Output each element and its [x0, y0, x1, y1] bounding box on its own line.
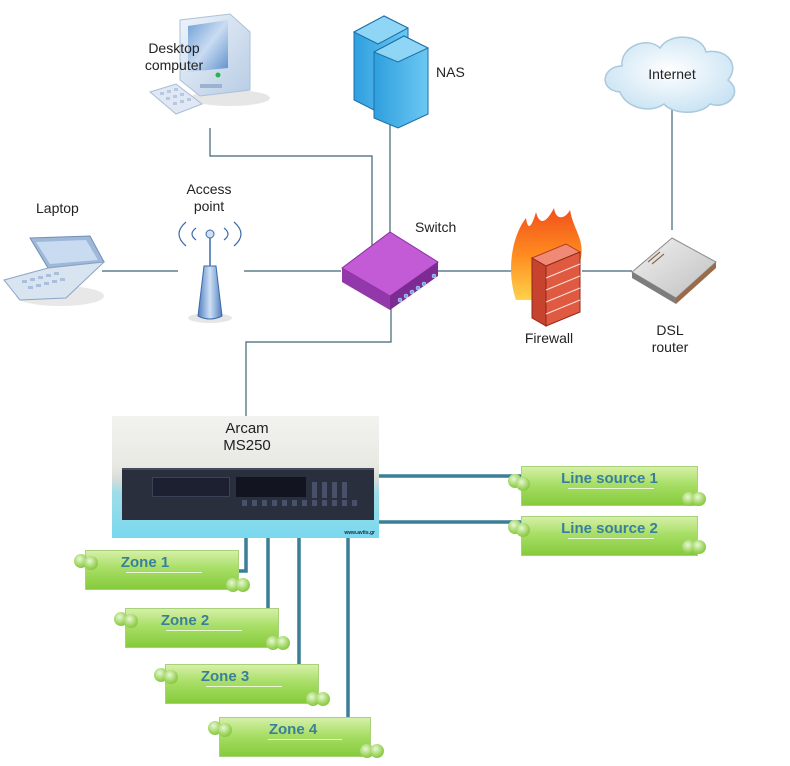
cd-tray	[152, 477, 230, 497]
laptop-label: Laptop	[36, 200, 79, 216]
zone-1-label: Zone 1	[120, 554, 170, 571]
zone-4-label: Zone 4	[268, 721, 318, 738]
arcam-ms250-photo[interactable]: Arcam MS250 www.avits.gr	[112, 416, 379, 538]
line-source-1-label: Line source 1	[561, 470, 658, 487]
link-switch-arcam	[245, 308, 392, 418]
connector-bubble	[516, 477, 530, 491]
access-point-label-line-2: point	[193, 198, 225, 214]
dsl-router-label-line-2: router	[651, 339, 689, 355]
desktop-computer-icon[interactable]	[148, 13, 270, 115]
zone-2-box[interactable]: Zone 2	[125, 608, 279, 648]
arcam-label-line-1: Arcam	[225, 420, 269, 437]
underline	[166, 630, 242, 631]
nas-label: NAS	[436, 64, 465, 80]
dsl-router-icon[interactable]	[631, 237, 717, 304]
connector-bubble	[276, 636, 290, 650]
underline	[568, 488, 654, 489]
arcam-device-front	[122, 468, 374, 520]
connector-bubble	[516, 523, 530, 537]
connector-bubble	[692, 540, 706, 554]
zone-4-box[interactable]: Zone 4	[219, 717, 371, 757]
network-links	[102, 104, 673, 418]
connector-bubble	[692, 492, 706, 506]
dsl-router-label-line-1: DSL	[656, 322, 684, 338]
watermark: www.avits.gr	[344, 530, 375, 536]
dsl-router-label: DSL router	[645, 322, 695, 356]
access-point-label-line-1: Access	[186, 181, 232, 197]
zone-2-label: Zone 2	[160, 612, 210, 629]
zone-1-box[interactable]: Zone 1	[85, 550, 239, 590]
connector-bubble	[370, 744, 384, 758]
firewall-icon[interactable]	[511, 208, 582, 327]
underline	[126, 572, 202, 573]
arcam-label-line-2: MS250	[223, 437, 271, 454]
desktop-computer-label: Desktop computer	[136, 40, 212, 74]
button-row	[242, 500, 360, 506]
audio-links	[232, 474, 533, 718]
nas-icon[interactable]	[352, 15, 430, 129]
keypad	[312, 482, 350, 498]
access-point-label: Access point	[176, 181, 242, 215]
connector-bubble	[84, 556, 98, 570]
display-window	[236, 477, 306, 497]
underline	[268, 739, 342, 740]
link-desktop-switch	[209, 128, 373, 248]
underline	[206, 686, 282, 687]
zone-3-box[interactable]: Zone 3	[165, 664, 319, 704]
line-source-2-box[interactable]: Line source 2	[521, 516, 698, 556]
arcam-label: Arcam MS250	[212, 420, 282, 454]
connector-bubble	[236, 578, 250, 592]
laptop-icon[interactable]	[3, 235, 106, 306]
internet-cloud-icon[interactable]	[604, 36, 736, 113]
connector-bubble	[164, 670, 178, 684]
firewall-label: Firewall	[524, 330, 574, 346]
zone-3-label: Zone 3	[200, 668, 250, 685]
switch-label: Switch	[415, 219, 457, 235]
connector-bubble	[124, 614, 138, 628]
underline	[568, 538, 654, 539]
access-point-icon[interactable]	[178, 221, 242, 323]
desktop-label-line-2: computer	[144, 57, 204, 73]
connector-bubble	[218, 723, 232, 737]
desktop-label-line-1: Desktop	[148, 40, 200, 56]
line-source-1-box[interactable]: Line source 1	[521, 466, 698, 506]
line-source-2-label: Line source 2	[561, 520, 658, 537]
internet-label: Internet	[648, 66, 696, 82]
switch-icon[interactable]	[341, 231, 439, 310]
connector-bubble	[316, 692, 330, 706]
